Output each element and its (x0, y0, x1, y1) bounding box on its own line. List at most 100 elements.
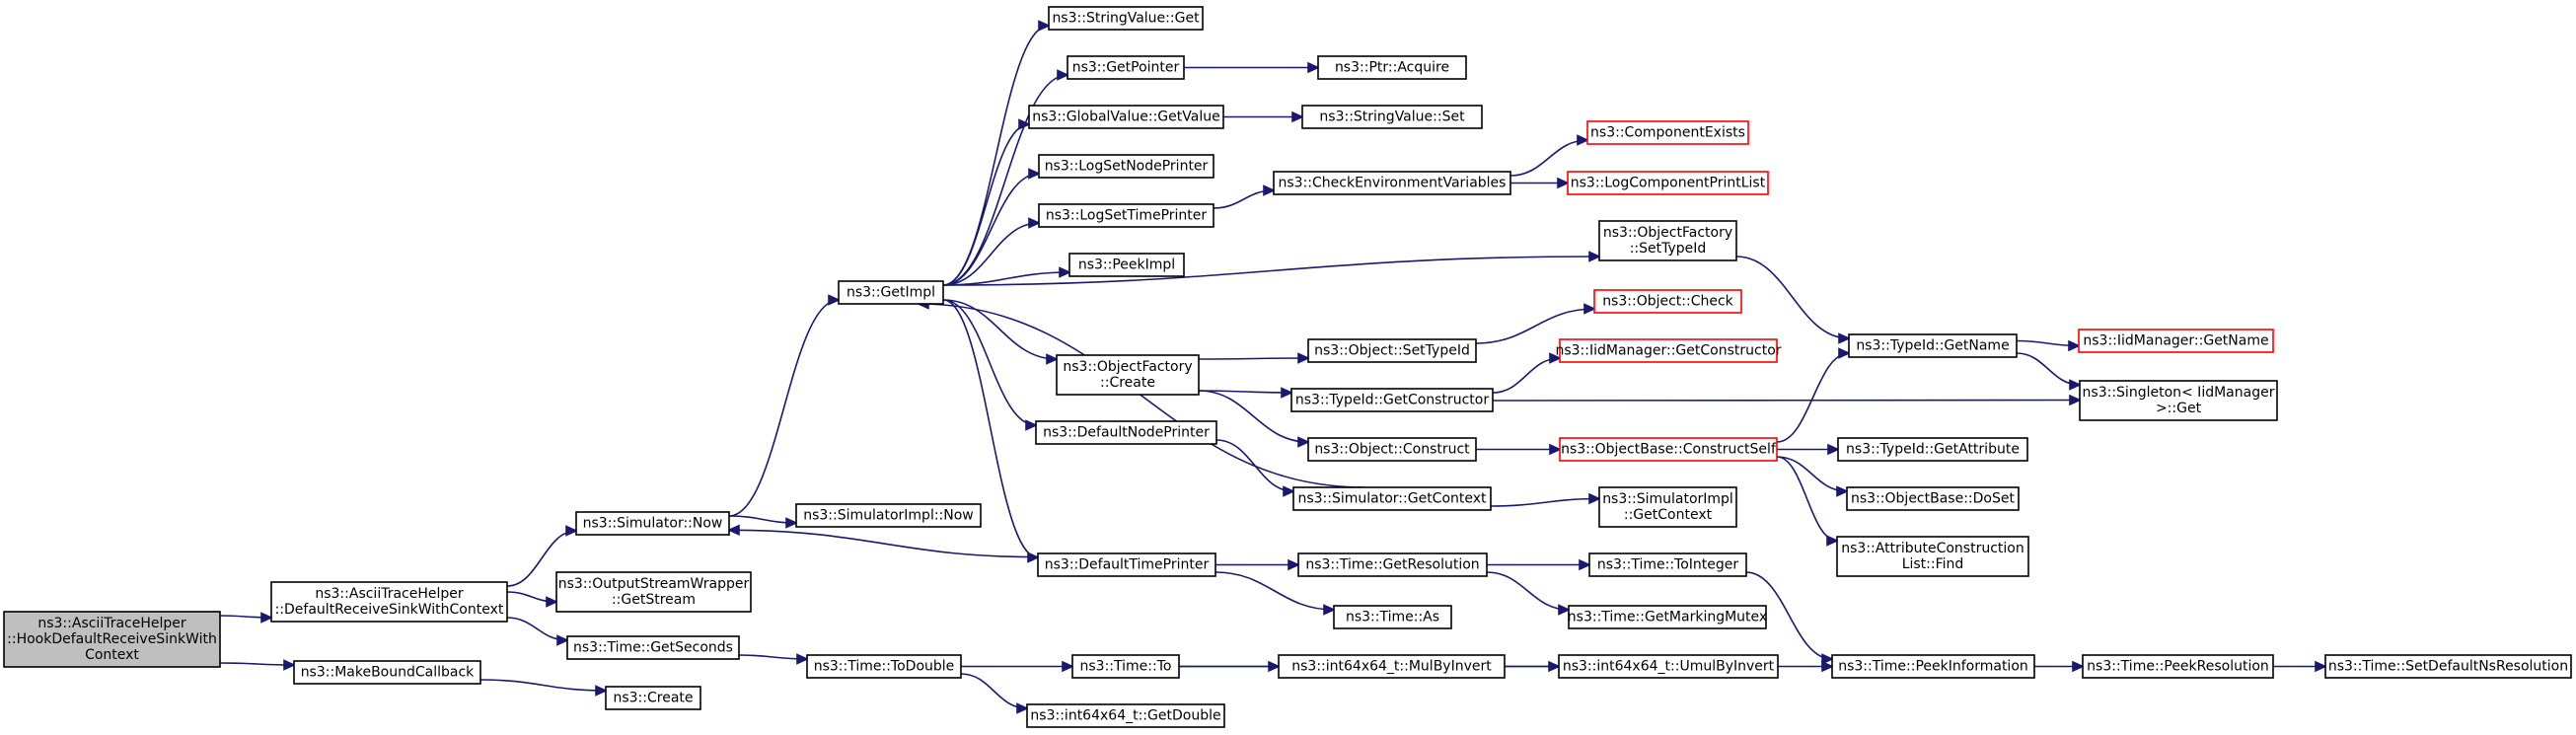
node-label: ::DefaultReceiveSinkWithContext (275, 602, 504, 618)
edge-cev-to-lcpl (1509, 177, 1570, 189)
node-tiga[interactable]: ns3::TypeId::GetAttribute (1837, 437, 2028, 462)
node-create[interactable]: ns3::Create (605, 686, 701, 710)
node-simimplnow[interactable]: ns3::SimulatorImpl::Now (795, 503, 982, 528)
node-box (2078, 329, 2274, 353)
node-lsnp[interactable]: ns3::LogSetNodePrinter (1038, 154, 1214, 179)
node-ofsti[interactable]: ns3::ObjectFactory::SetTypeId (1598, 220, 1737, 261)
node-singleton[interactable]: ns3::Singleton< IidManager >::Get (2079, 380, 2278, 421)
edge-objconstruct-to-obcs (1475, 443, 1562, 456)
edge-gvgv-to-svset (1223, 110, 1304, 123)
edge-tgs-to-ttd (738, 653, 809, 665)
node-mulbyinv[interactable]: ns3::int64x64_t::MulByInvert (1278, 654, 1506, 679)
node-tigetname[interactable]: ns3::TypeId::GetName (1848, 333, 2018, 358)
node-tsdnr[interactable]: ns3::Time::SetDefaultNsResolution (2324, 654, 2572, 679)
edge-tigetname-to-singleton (2016, 352, 2082, 391)
node-tto[interactable]: ns3::Time::To (1071, 654, 1180, 679)
node-tpr[interactable]: ns3::Time::PeekResolution (2082, 654, 2274, 679)
edge-getimpl-to-lstp (942, 217, 1041, 286)
node-simimplgc[interactable]: ns3::SimulatorImpl::GetContext (1598, 486, 1737, 528)
node-box (795, 503, 982, 528)
node-tigc[interactable]: ns3::TypeId::GetConstructor (1290, 388, 1494, 412)
node-tas[interactable]: ns3::Time::As (1333, 605, 1452, 629)
node-lcpl[interactable]: ns3::LogComponentPrintList (1567, 171, 1769, 195)
node-ptracq[interactable]: ns3::Ptr::Acquire (1317, 55, 1467, 80)
node-label: ns3::Ptr::Acquire (1335, 60, 1449, 76)
edge-drswc-to-oswgs (506, 591, 558, 608)
node-label: ns3::Object::Construct (1314, 442, 1470, 458)
edge-getimpl-to-gvgv (942, 118, 1031, 286)
node-label: ns3::ComponentExists (1590, 125, 1745, 141)
node-box (1038, 154, 1214, 179)
node-simnow[interactable]: ns3::Simulator::Now (575, 511, 730, 536)
node-obdoset[interactable]: ns3::ObjectBase::DoSet (1846, 486, 2020, 511)
node-label: ns3::int64x64_t::UmulByInvert (1563, 659, 1775, 675)
node-tgmm[interactable]: ns3::Time::GetMarkingMutex (1568, 605, 1767, 629)
node-label: ns3::IidManager::GetConstructor (1555, 343, 1781, 359)
node-box (1848, 333, 2018, 358)
node-box (1071, 654, 1180, 679)
node-label: ns3::Time::GetResolution (1305, 557, 1479, 573)
node-tgr[interactable]: ns3::Time::GetResolution (1297, 552, 1488, 577)
node-box (2082, 654, 2274, 679)
edge-simnow-to-getimpl (728, 294, 841, 517)
node-label: ns3::MakeBoundCallback (301, 665, 475, 681)
node-lstp[interactable]: ns3::LogSetTimePrinter (1038, 203, 1214, 228)
node-cev[interactable]: ns3::CheckEnvironmentVariables (1273, 171, 1511, 195)
edge-dtp-to-tgr (1215, 558, 1300, 571)
node-box (1037, 552, 1216, 577)
node-peekimpl[interactable]: ns3::PeekImpl (1068, 253, 1185, 277)
node-label: ns3::Time::GetMarkingMutex (1568, 610, 1767, 625)
node-svget[interactable]: ns3::StringValue::Get (1048, 6, 1204, 31)
node-ttd[interactable]: ns3::Time::ToDouble (806, 654, 962, 679)
node-box (1028, 105, 1224, 129)
edge-obcs-to-tiga (1776, 443, 1840, 456)
node-label: ns3::TypeId::GetName (1856, 338, 2009, 354)
node-mbc[interactable]: ns3::MakeBoundCallback (293, 660, 481, 685)
node-box (1038, 203, 1214, 228)
node-dtp[interactable]: ns3::DefaultTimePrinter (1037, 552, 1216, 577)
edge-getimpl-to-lsnp (942, 168, 1041, 286)
node-box (1290, 388, 1494, 412)
node-umulbyinv[interactable]: ns3::int64x64_t::UmulByInvert (1558, 654, 1779, 679)
node-tpi[interactable]: ns3::Time::PeekInformation (1831, 654, 2035, 679)
node-tgs[interactable]: ns3::Time::GetSeconds (566, 635, 740, 660)
node-compexists[interactable]: ns3::ComponentExists (1586, 120, 1749, 145)
node-iidgetname[interactable]: ns3::IidManager::GetName (2078, 329, 2274, 353)
node-objconstruct[interactable]: ns3::Object::Construct (1307, 437, 1477, 462)
node-box (2324, 654, 2572, 679)
node-i64gd[interactable]: ns3::int64x64_t::GetDouble (1026, 703, 1225, 728)
node-label: ns3::Object::Check (1602, 294, 1733, 310)
node-getimpl[interactable]: ns3::GetImpl (838, 280, 944, 305)
edge-ttoint-to-tpi (1745, 571, 1834, 665)
edge-root-to-drswc (219, 612, 273, 624)
edge-getimpl-to-ofcreate (942, 299, 1059, 365)
node-getpointer[interactable]: ns3::GetPointer (1067, 55, 1185, 80)
edge-ttd-to-i64gd (960, 673, 1029, 714)
node-label: ns3::Time::ToDouble (814, 659, 955, 675)
edge-tigetname-to-iidgetname (2016, 339, 2081, 352)
edge-tigc-to-iidgc (1492, 352, 1562, 394)
node-root[interactable]: ns3::AsciiTraceHelper::HookDefaultReceiv… (3, 611, 221, 668)
node-obcs[interactable]: ns3::ObjectBase::ConstructSelf (1559, 437, 1778, 462)
node-label: ns3::GlobalValue::GetValue (1032, 110, 1219, 125)
node-drswc[interactable]: ns3::AsciiTraceHelper::DefaultReceiveSin… (270, 581, 508, 623)
node-box (270, 581, 508, 623)
node-ttoint[interactable]: ns3::Time::ToInteger (1588, 552, 1747, 577)
edge-mbc-to-create (479, 679, 608, 697)
node-gvgv[interactable]: ns3::GlobalValue::GetValue (1028, 105, 1224, 129)
node-iidgc[interactable]: ns3::IidManager::GetConstructor (1555, 338, 1782, 363)
node-objcheck[interactable]: ns3::Object::Check (1593, 289, 1742, 314)
edge-simgc-to-simimplgc (1490, 492, 1601, 507)
edge-mulbyinv-to-umulbyinv (1505, 660, 1561, 673)
node-label: ns3::int64x64_t::GetDouble (1030, 708, 1220, 724)
node-objsti[interactable]: ns3::Object::SetTypeId (1307, 338, 1477, 363)
node-dnp[interactable]: ns3::DefaultNodePrinter (1035, 420, 1217, 445)
node-simgc[interactable]: ns3::Simulator::GetContext (1292, 486, 1492, 511)
node-label: ns3::ObjectFactory (1063, 359, 1192, 375)
node-svset[interactable]: ns3::StringValue::Set (1301, 105, 1483, 129)
edge-dtp-to-tas (1214, 571, 1336, 616)
node-ofcreate[interactable]: ns3::ObjectFactory::Create (1056, 354, 1200, 396)
node-oswgs[interactable]: ns3::OutputStreamWrapper::GetStream (555, 571, 752, 613)
edge-dtp-to-simnow (727, 524, 1039, 558)
